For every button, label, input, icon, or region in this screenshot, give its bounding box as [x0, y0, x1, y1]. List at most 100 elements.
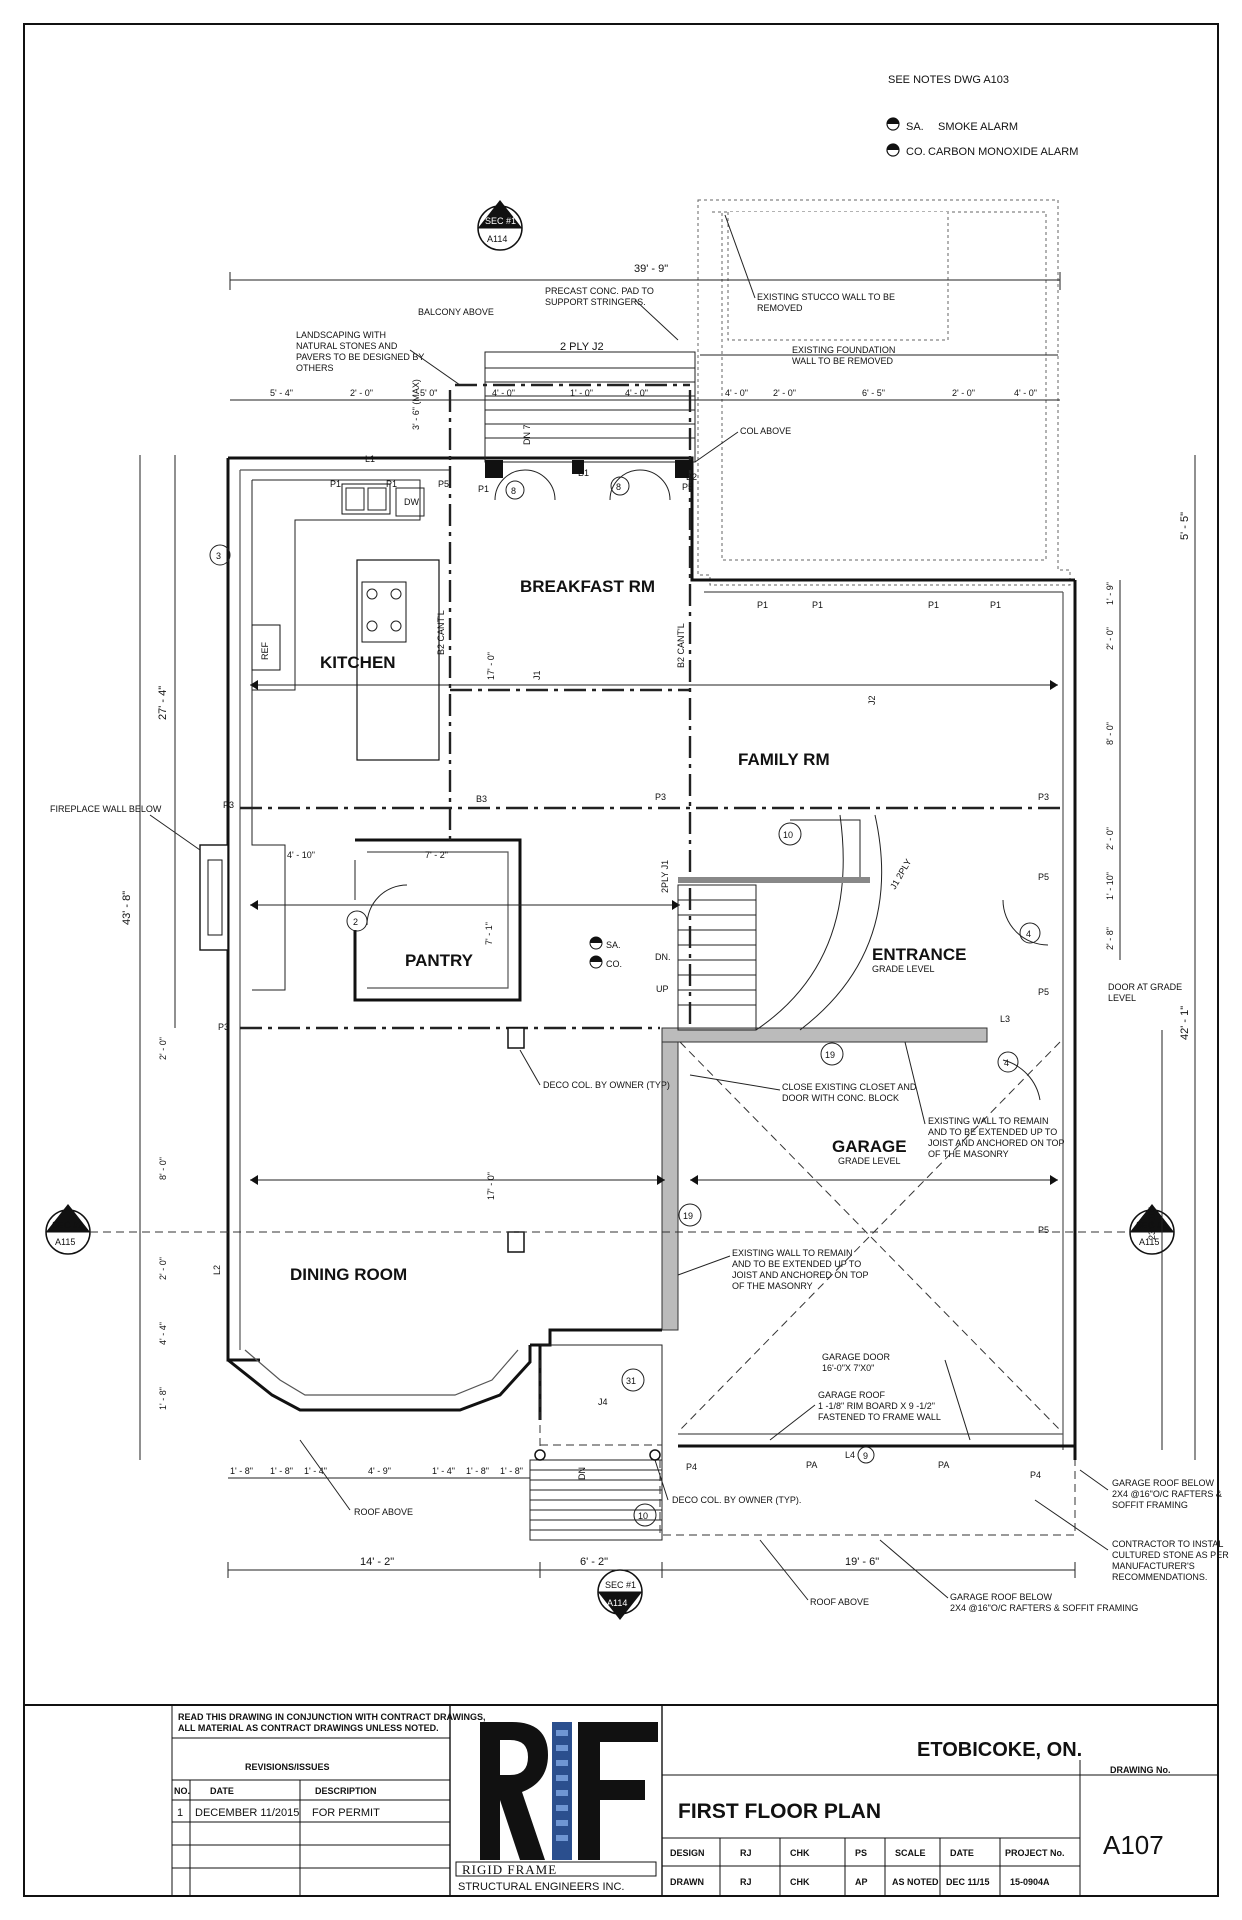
fireplace	[199, 844, 229, 951]
note-up: UP	[656, 984, 669, 994]
room-kitchen: KITCHEN	[320, 653, 396, 672]
tag-pa-a: PA	[806, 1460, 817, 1470]
tb-design-label: DESIGN	[670, 1848, 705, 1858]
tag-l2: L2	[212, 1265, 222, 1275]
tb-read-note-2: ALL MATERIAL AS CONTRACT DRAWINGS UNLESS…	[178, 1723, 439, 1733]
see-notes-text: SEE NOTES DWG A103	[888, 74, 1009, 86]
sec-top-sheet: A114	[487, 234, 507, 244]
title-block: READ THIS DRAWING IN CONJUNCTION WITH CO…	[23, 1704, 1219, 1897]
tag-p3-c: P3	[1038, 792, 1049, 802]
tag-p4-b: P4	[1030, 1470, 1041, 1480]
room-family: FAMILY RM	[738, 750, 830, 769]
balcony-steps	[448, 351, 696, 840]
dim-top-5: 4' - 0"	[625, 388, 648, 398]
dim-bot-3: 4' - 9"	[368, 1466, 391, 1476]
tb-drawing-title: FIRST FLOOR PLAN	[678, 1800, 881, 1823]
tag-b3: B3	[476, 794, 487, 804]
tag-pa-b: PA	[938, 1460, 949, 1470]
dim-top-1: 2' - 0"	[350, 388, 373, 398]
note-door-grade-1: DOOR AT GRADE	[1108, 982, 1182, 992]
tag-p3-b: P3	[655, 792, 666, 802]
dim-kitchen-h: 17' - 0"	[486, 652, 496, 680]
dim-bot-5: 1' - 8"	[466, 1466, 489, 1476]
dim-left-lower-1: 8' - 0"	[158, 1157, 168, 1180]
note-roof-above-2: ROOF ABOVE	[810, 1597, 869, 1607]
note-exist-b4: OF THE MASONRY	[732, 1281, 813, 1291]
kitchen-island	[356, 559, 440, 761]
tag-l3: L3	[1000, 1014, 1010, 1024]
circle-tag-3: 3	[216, 551, 221, 561]
dim-pantry-h: 7' - 1"	[484, 922, 494, 945]
note-deco-col-2: DECO COL. BY OWNER (TYP).	[672, 1495, 801, 1505]
tag-p1-g: P1	[990, 600, 1001, 610]
sec-right-label: SEC #2	[1136, 1220, 1167, 1230]
annotations: BALCONY ABOVE PRECAST CONC. PAD TO SUPPO…	[50, 214, 1229, 1613]
legend-co-label: CARBON MONOXIDE ALARM	[928, 146, 1078, 158]
tag-p5-e: P5	[1038, 1225, 1049, 1235]
tag-p1-f: P1	[928, 600, 939, 610]
note-dn7: DN 7	[522, 424, 532, 445]
tag-p1-b: P1	[386, 479, 397, 489]
note-fireplace: FIREPLACE WALL BELOW	[50, 804, 162, 814]
tb-chk-val-2: AP	[855, 1877, 868, 1887]
dim-bot-overall-0: 14' - 2"	[360, 1556, 394, 1568]
tag-p4-a: P4	[686, 1462, 697, 1472]
dim-bot-6: 1' - 8"	[500, 1466, 523, 1476]
note-j1-2ply: J1 2PLY	[888, 857, 913, 891]
building-walls	[199, 456, 1077, 1541]
dim-right-inner-4: 1' - 10"	[1105, 872, 1115, 900]
note-exist-a3: JOIST AND ANCHORED ON TOP	[928, 1138, 1065, 1148]
tb-col-no: NO.	[174, 1786, 190, 1796]
note-2ply-j2: 2 PLY J2	[560, 341, 604, 353]
tag-p1-e: P1	[812, 600, 823, 610]
note-cultured-3: MANUFACTURER'S	[1112, 1561, 1195, 1571]
dim-pantry-w2: 7' - 2"	[425, 850, 448, 860]
tag-l1: L1	[365, 454, 375, 464]
garage-top-wall	[661, 1027, 988, 1043]
dim-top-9: 2' - 0"	[952, 388, 975, 398]
circle-tag-19a: 19	[825, 1050, 835, 1060]
dim-bot-overall-1: 6' - 2"	[580, 1556, 608, 1568]
circle-tag-2: 2	[353, 917, 358, 927]
garage-roof-lines	[659, 1041, 1076, 1536]
room-labels: BREAKFAST RM KITCHEN FAMILY RM PANTRY EN…	[290, 577, 966, 1284]
dim-top-8: 6' - 5"	[862, 388, 885, 398]
room-garage: GARAGE	[832, 1137, 907, 1156]
circle-tag-19b: 19	[683, 1211, 693, 1221]
note-garage-roof-2: 1 -1/8" RIM BOARD X 9 -1/2"	[818, 1401, 935, 1411]
tag-p1-d: P1	[757, 600, 768, 610]
dim-pantry-w1: 4' - 10"	[287, 850, 315, 860]
dim-top-0: 5' - 4"	[270, 388, 293, 398]
room-garage-sub: GRADE LEVEL	[838, 1156, 901, 1166]
note-closet-2: DOOR WITH CONC. BLOCK	[782, 1093, 899, 1103]
circle-tag-8b: 8	[616, 482, 621, 492]
note-cultured-2: CULTURED STONE AS PER	[1112, 1550, 1229, 1560]
dim-bot-2: 1' - 4"	[304, 1466, 327, 1476]
room-entrance-sub: GRADE LEVEL	[872, 964, 935, 974]
circle-tag-9: 9	[863, 1451, 868, 1461]
tag-p5-c: P5	[1038, 872, 1049, 882]
tag-p1-c: P1	[478, 484, 489, 494]
note-stucco-2: REMOVED	[757, 303, 803, 313]
dim-bot-overall-2: 19' - 6"	[845, 1556, 879, 1568]
note-roof-above-1: ROOF ABOVE	[354, 1507, 413, 1517]
note-dn: DN.	[655, 952, 671, 962]
dim-left-lower-2: 2' - 0"	[158, 1257, 168, 1280]
tb-project-val: 15-0904A	[1010, 1877, 1050, 1887]
note-landscape-2: NATURAL STONES AND	[296, 341, 398, 351]
dim-dining-h: 17' - 0"	[486, 1172, 496, 1200]
room-dining: DINING ROOM	[290, 1265, 407, 1284]
dim-top-6: 4' - 0"	[725, 388, 748, 398]
section-marker-bottom: SEC #1 A114	[597, 1569, 643, 1620]
note-grbot-2: 2X4 @16"O/C RAFTERS & SOFFIT FRAMING	[950, 1603, 1138, 1613]
note-stucco-1: EXISTING STUCCO WALL TO BE	[757, 292, 895, 302]
tb-drawing-no: A107	[1103, 1830, 1164, 1860]
note-cultured-4: RECOMMENDATIONS.	[1112, 1572, 1207, 1582]
note-garage-door-1: GARAGE DOOR	[822, 1352, 891, 1362]
circle-tag-4b: 4	[1004, 1058, 1009, 1068]
tb-chk-label-1: CHK	[790, 1848, 810, 1858]
tb-rev-date: DECEMBER 11/2015	[195, 1807, 299, 1819]
dim-right-inner-3: 2' - 0"	[1105, 827, 1115, 850]
dim-right-outer: 42' - 1"	[1179, 1006, 1191, 1040]
note-exist-b1: EXISTING WALL TO REMAIN	[732, 1248, 853, 1258]
